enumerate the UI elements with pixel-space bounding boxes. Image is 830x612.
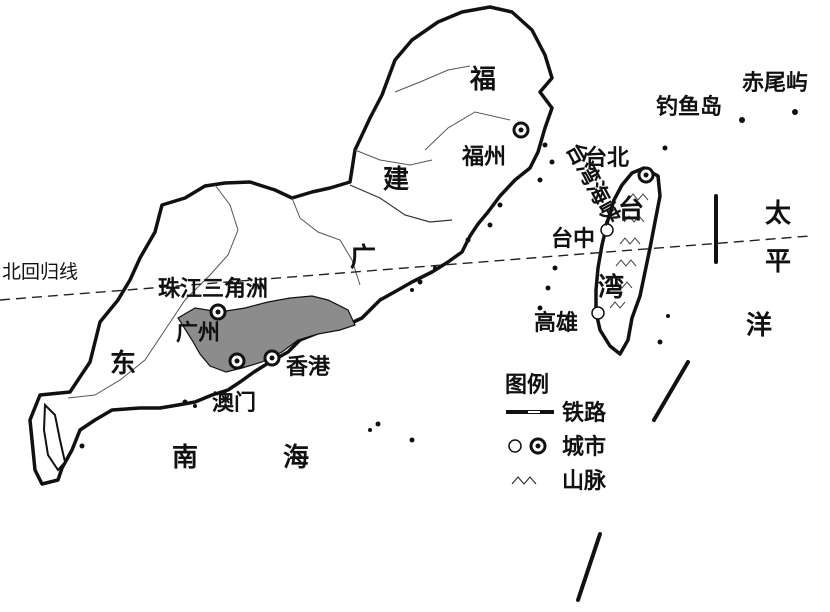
capital-marker-center [535,443,541,449]
tropic-of-cancer-line [0,235,811,301]
taichung-marker-icon [600,223,614,237]
label-diaoyu: 钓鱼岛 [656,94,722,120]
label-hai: 海 [283,443,309,473]
city-marker-icon [508,439,522,453]
legend-mountain-label: 山脉 [562,469,607,494]
guangdong-guangxi-border [67,184,239,399]
label-pearl-delta: 珠江三角洲 [158,276,268,302]
label-chiwei: 赤尾屿 [742,71,808,96]
guangzhou-marker-center [215,309,221,315]
label-taipei: 台北 [585,145,629,171]
label-dong: 东 [110,348,136,379]
guangdong-hunan-border [291,197,361,286]
mountain-icon [511,476,537,485]
hongkong-marker-center [269,355,275,361]
legend-railway-label: 铁路 [562,400,607,426]
label-guang: 广 [350,243,376,273]
legend-city-label: 城市 [562,434,606,460]
label-nan: 南 [172,443,198,473]
fuzhou-marker-center [518,127,524,133]
label-fu: 福 [469,65,496,95]
taiwan-mountains [609,193,649,309]
label-hongkong: 香港 [286,355,331,380]
maritime-boundary [576,194,718,602]
label-pacific-tai: 太 [765,199,792,229]
label-pacific-yang: 洋 [746,310,772,341]
mainland-landmass [28,5,554,486]
label-macau: 澳门 [212,390,256,416]
fujian-internal-border [354,65,511,166]
taiwan-island [594,166,662,356]
leizhou-peninsula [42,402,67,472]
label-fuzhou: 福州 [461,145,506,170]
small-islands [79,109,798,449]
label-tropic: 北回归线 [2,261,78,283]
kaohsiung-marker-icon [591,306,605,320]
label-wan: 湾 [598,272,624,303]
label-guangzhou: 广州 [176,320,220,346]
label-jian: 建 [383,165,409,195]
label-taichung: 台中 [551,226,595,252]
label-pacific-ping: 平 [765,247,791,277]
macau-marker-center [234,358,240,364]
label-tai: 台 [618,194,644,225]
legend: 图例 铁路 城市 山脉 [505,373,607,494]
label-kaohsiung: 高雄 [534,310,578,336]
taipei-marker-center [643,172,649,178]
city-markers [209,121,655,370]
fujian-guangdong-border [349,184,453,223]
legend-title: 图例 [505,373,549,398]
